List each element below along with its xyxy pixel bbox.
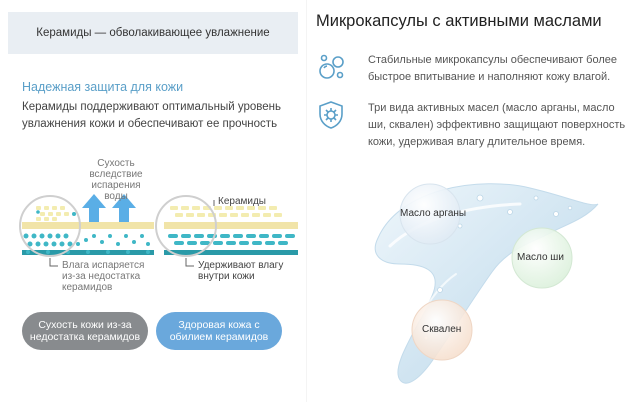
damaged-skin-section — [19, 195, 154, 257]
bubbles-icon — [316, 52, 346, 82]
feature-stable-microcapsules: Стабильные микрокапсулы обеспечивают бол… — [316, 52, 634, 92]
retain-moisture-note: Удерживают влагу внутри кожи — [198, 260, 284, 282]
panel-divider — [306, 0, 307, 402]
squalane-capsule — [411, 299, 473, 361]
feature-text: Три вида активных масел (масло арганы, м… — [368, 102, 626, 148]
pointer-lines — [49, 200, 215, 267]
microcapsules-title: Микрокапсулы с активными маслами — [316, 12, 602, 30]
dry-skin-pill: Сухость кожи из-за недостатка керамидов — [22, 312, 148, 350]
shea-capsule — [511, 227, 573, 289]
skin-layers-illustration — [19, 194, 298, 267]
healthy-skin-pill: Здоровая кожа с обилием керамидов — [156, 312, 282, 350]
ceramides-banner: Керамиды — обволакивающее увлажнение — [8, 12, 298, 54]
evaporation-note: Влага испаряется из-за недостатка керами… — [62, 260, 145, 293]
skin-barrier-diagram: Сухость вследствие испарения воды Керами… — [18, 150, 300, 300]
shea-oil-label: Масло ши — [517, 252, 564, 263]
oil-drop-visual: Масло арганы Масло ши Сквален — [360, 168, 610, 393]
healthy-skin-section — [155, 195, 298, 257]
shield-virus-icon — [316, 100, 346, 130]
left-subtitle: Надежная защита для кожи — [22, 80, 184, 94]
argan-capsule — [399, 183, 461, 245]
feature-text: Стабильные микрокапсулы обеспечивают бол… — [368, 54, 618, 83]
left-description: Керамиды поддерживают оптимальный уровен… — [22, 101, 281, 130]
ceramides-label: Керамиды — [218, 196, 266, 207]
argan-oil-label: Масло арганы — [400, 208, 467, 219]
evaporation-arrows-icon — [82, 194, 136, 226]
ceramides-panel: Керамиды — обволакивающее увлажнение Над… — [0, 0, 305, 402]
squalane-label: Сквален — [422, 324, 462, 335]
feature-active-oils: Три вида активных масел (масло арганы, м… — [316, 100, 634, 156]
dryness-note: Сухость вследствие испарения воды — [89, 158, 143, 202]
gel-splash-illustration — [374, 183, 599, 384]
